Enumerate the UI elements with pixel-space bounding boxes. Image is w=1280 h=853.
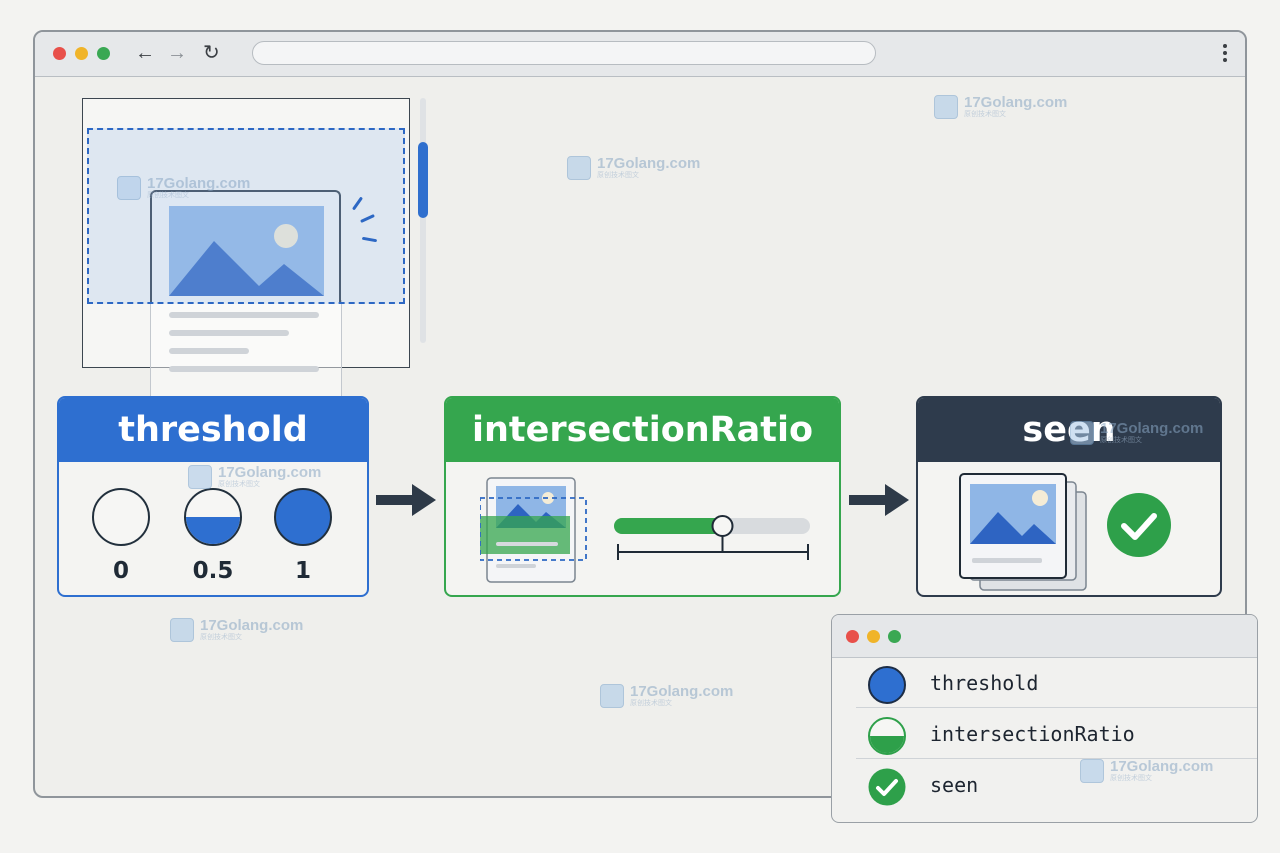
watermark-subtext: 原创技术图文 xyxy=(200,634,242,641)
threshold-circle-0 xyxy=(92,488,150,546)
stacked-cards-icon xyxy=(959,473,1087,591)
scrollbar-track[interactable] xyxy=(420,98,426,343)
threshold-circle-half xyxy=(184,488,242,546)
watermark-logo-icon xyxy=(1080,758,1104,783)
threshold-panel: threshold 0 0.5 1 xyxy=(57,396,369,597)
filled-circle-icon xyxy=(868,666,906,704)
legend-item-threshold: threshold xyxy=(856,657,1257,708)
close-window-dot[interactable] xyxy=(846,630,859,643)
legend-titlebar xyxy=(832,615,1257,658)
minimize-window-dot[interactable] xyxy=(75,47,88,60)
threshold-title: threshold xyxy=(59,398,367,462)
watermark-subtext: 原创技术图文 xyxy=(147,192,189,199)
browser-toolbar: ← → ↻ xyxy=(35,32,1245,77)
back-icon[interactable]: ← xyxy=(135,42,155,64)
watermark-subtext: 原创技术图文 xyxy=(630,700,672,707)
root-margin-box xyxy=(87,128,405,304)
legend-label-threshold: threshold xyxy=(930,671,1039,695)
check-icon xyxy=(1107,493,1171,557)
intersection-ratio-title: intersectionRatio xyxy=(446,398,839,462)
watermark-subtext: 原创技术图文 xyxy=(1110,775,1152,782)
intersection-ratio-panel: intersectionRatio xyxy=(444,396,841,597)
threshold-label-half: 0.5 xyxy=(192,558,234,584)
watermark-text: 17Golang.com xyxy=(218,464,322,481)
close-window-dot[interactable] xyxy=(53,47,66,60)
legend-item-seen: seen xyxy=(856,759,1257,809)
watermark-logo-icon xyxy=(600,683,624,708)
watermark-subtext: 原创技术图文 xyxy=(597,172,639,179)
legend-item-intersection-ratio: intersectionRatio xyxy=(856,708,1257,759)
legend-label-intersection-ratio: intersectionRatio xyxy=(930,722,1135,746)
watermark-logo-icon xyxy=(170,617,194,642)
maximize-window-dot[interactable] xyxy=(97,47,110,60)
watermark-logo-icon xyxy=(934,94,958,119)
watermark-logo-icon xyxy=(567,155,591,180)
arrow-right-icon xyxy=(376,484,436,516)
watermark-text: 17Golang.com xyxy=(1100,420,1204,437)
half-circle-icon xyxy=(868,717,906,755)
legend-window: threshold intersectionRatio seen xyxy=(831,614,1258,823)
forward-icon[interactable]: → xyxy=(167,42,187,64)
seen-title: seen xyxy=(918,398,1220,462)
threshold-label-0: 0 xyxy=(112,558,129,584)
watermark-text: 17Golang.com xyxy=(597,155,701,172)
watermark-text: 17Golang.com xyxy=(630,683,734,700)
seen-panel: seen xyxy=(916,396,1222,597)
card-offscreen-part xyxy=(150,300,342,401)
watermark-text: 17Golang.com xyxy=(200,617,304,634)
partially-visible-card-icon xyxy=(480,477,587,583)
threshold-label-full: 1 xyxy=(294,558,311,584)
address-bar[interactable] xyxy=(252,41,876,65)
watermark-subtext: 原创技术图文 xyxy=(218,481,260,488)
watermark-subtext: 原创技术图文 xyxy=(964,111,1006,118)
image-placeholder-icon xyxy=(169,206,324,296)
maximize-window-dot[interactable] xyxy=(888,630,901,643)
watermark-text: 17Golang.com xyxy=(1110,758,1214,775)
watermark-logo-icon xyxy=(117,175,141,200)
watermark-text: 17Golang.com xyxy=(964,94,1068,111)
minimize-window-dot[interactable] xyxy=(867,630,880,643)
reload-icon[interactable]: ↻ xyxy=(203,42,220,64)
check-circle-icon xyxy=(868,768,906,806)
legend-label-seen: seen xyxy=(930,773,979,797)
arrow-right-icon xyxy=(849,484,909,516)
more-icon[interactable] xyxy=(1223,44,1227,65)
watermark-text: 17Golang.com xyxy=(147,175,251,192)
watermark-logo-icon xyxy=(1070,420,1094,445)
scrollbar-thumb[interactable] xyxy=(418,142,428,218)
ratio-slider[interactable] xyxy=(612,514,812,564)
watermark-subtext: 原创技术图文 xyxy=(1100,437,1142,444)
threshold-circle-full xyxy=(274,488,332,546)
watermark-logo-icon xyxy=(188,464,212,489)
observed-card xyxy=(150,190,341,302)
